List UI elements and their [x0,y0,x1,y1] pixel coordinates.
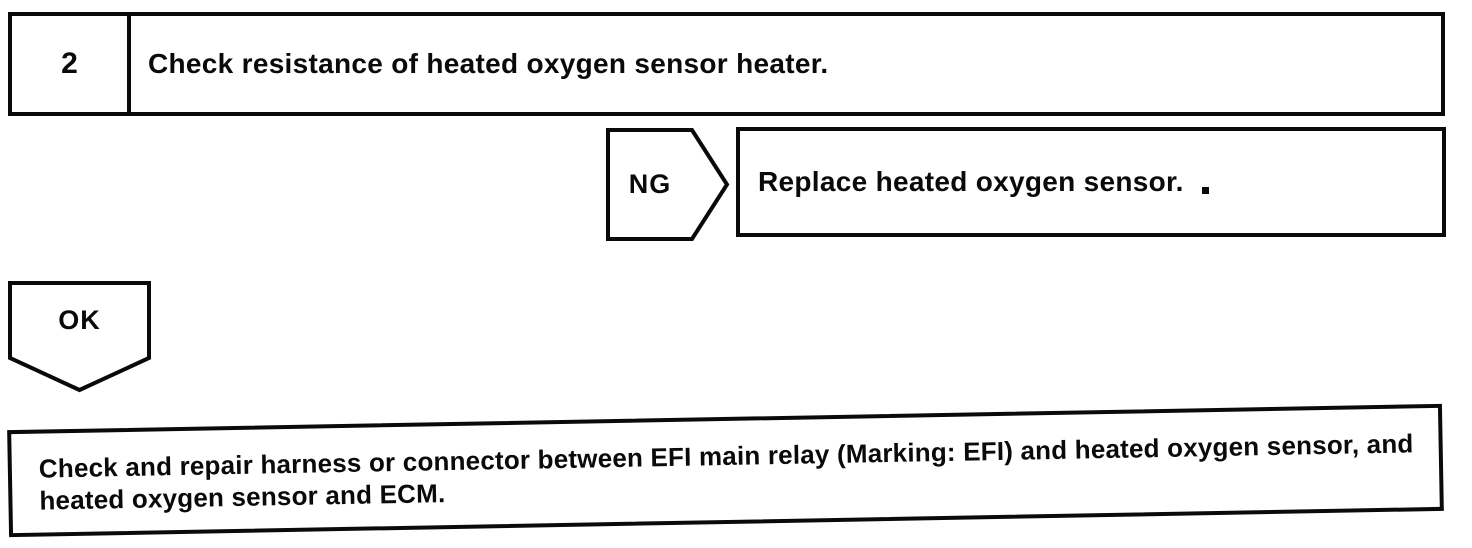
right-arrow-pentagon-icon [606,128,730,241]
ng-action-box: Replace heated oxygen sensor. [736,127,1446,237]
ok-connector: OK [8,281,151,393]
down-arrow-pentagon-icon [8,281,151,393]
ng-connector: NG [606,128,730,241]
ok-connector-label: OK [58,304,101,335]
ng-connector-label: NG [628,169,672,199]
step-instruction: Check resistance of heated oxygen sensor… [148,48,829,79]
step-box: 2 Check resistance of heated oxygen sens… [8,12,1445,116]
scan-artifact [1202,187,1209,194]
ok-action-box: Check and repair harness or connector be… [7,403,1444,538]
step-number: 2 [12,16,131,112]
